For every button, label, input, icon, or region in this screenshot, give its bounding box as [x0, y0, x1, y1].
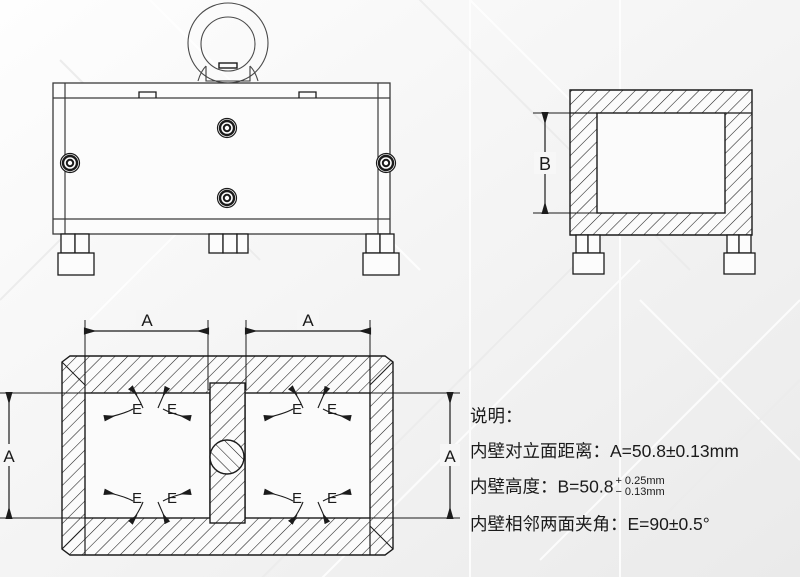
angle-callout-right-cavity: E E E E — [263, 385, 352, 525]
angle-callout-label: E — [292, 401, 302, 418]
dimension-a-top-right: A — [244, 310, 372, 400]
foot-front-right — [362, 233, 400, 276]
bottom-section-view: A A A — [0, 310, 460, 556]
angle-callout-label: E — [167, 401, 177, 418]
note-line-distance: 内壁对立面距离：A=50.8±0.13mm — [470, 440, 739, 461]
front-body-outline — [52, 82, 391, 235]
fastener-boss-left — [59, 152, 81, 174]
foot-side-left — [572, 234, 605, 275]
dimension-a-right: A — [365, 391, 460, 520]
angle-callout-e: E — [317, 488, 352, 525]
angle-callout-e: E — [157, 488, 192, 525]
dimension-a-top-left-label: A — [141, 311, 153, 330]
dimension-a-left: A — [0, 391, 90, 520]
dimension-a-top-right-label: A — [302, 311, 314, 330]
angle-callout-e: E — [103, 385, 144, 422]
tolerance-stack: + 0.25mm− 0.13mm — [615, 476, 664, 498]
note-line-height: 内壁高度：B=50.8+ 0.25mm− 0.13mm — [470, 476, 800, 499]
angle-callout-e: E — [103, 488, 144, 525]
angle-callout-label: E — [132, 401, 142, 418]
fastener-boss-right — [375, 152, 397, 174]
notes-block: 说明： 内壁对立面距离：A=50.8±0.13mm 内壁高度：B=50.8+ 0… — [470, 406, 800, 534]
dimension-b-label: B — [539, 154, 551, 174]
fastener-boss-bottom-center — [216, 187, 238, 209]
tolerance-upper: + 0.25mm — [615, 475, 665, 487]
angle-callout-left-cavity: E E E E — [103, 385, 192, 525]
foot-side-right — [723, 234, 756, 275]
front-elevation-view — [52, 2, 400, 276]
angle-callout-label: E — [327, 490, 337, 507]
foot-front-left — [57, 233, 95, 276]
dimension-a-left-label: A — [3, 447, 15, 466]
angle-callout-label: E — [292, 490, 302, 507]
tolerance-lower: − 0.13mm — [615, 486, 665, 498]
angle-callout-e: E — [157, 385, 192, 422]
pin-hole — [209, 439, 245, 475]
dimension-a-right-label: A — [444, 447, 456, 466]
lifting-eye — [187, 2, 269, 84]
fastener-boss-top-center — [216, 117, 238, 139]
angle-callout-label: E — [132, 490, 142, 507]
top-notch-left — [138, 91, 157, 98]
top-notch-right — [298, 91, 317, 98]
angle-callout-label: E — [167, 490, 177, 507]
angle-callout-label: E — [327, 401, 337, 418]
note-height-prefix: 内壁高度：B=50.8 — [470, 476, 614, 497]
dimension-b: B — [533, 111, 600, 215]
dimension-a-top-left: A — [83, 310, 210, 400]
side-section-view: B — [533, 89, 756, 275]
note-line-angle: 内壁相邻两面夹角：E=90±0.5° — [470, 514, 710, 534]
angle-callout-e: E — [263, 488, 304, 525]
notes-heading: 说明： — [470, 406, 523, 426]
foot-front-center — [208, 233, 249, 254]
angle-callout-e: E — [263, 385, 304, 422]
angle-callout-e: E — [317, 385, 352, 422]
